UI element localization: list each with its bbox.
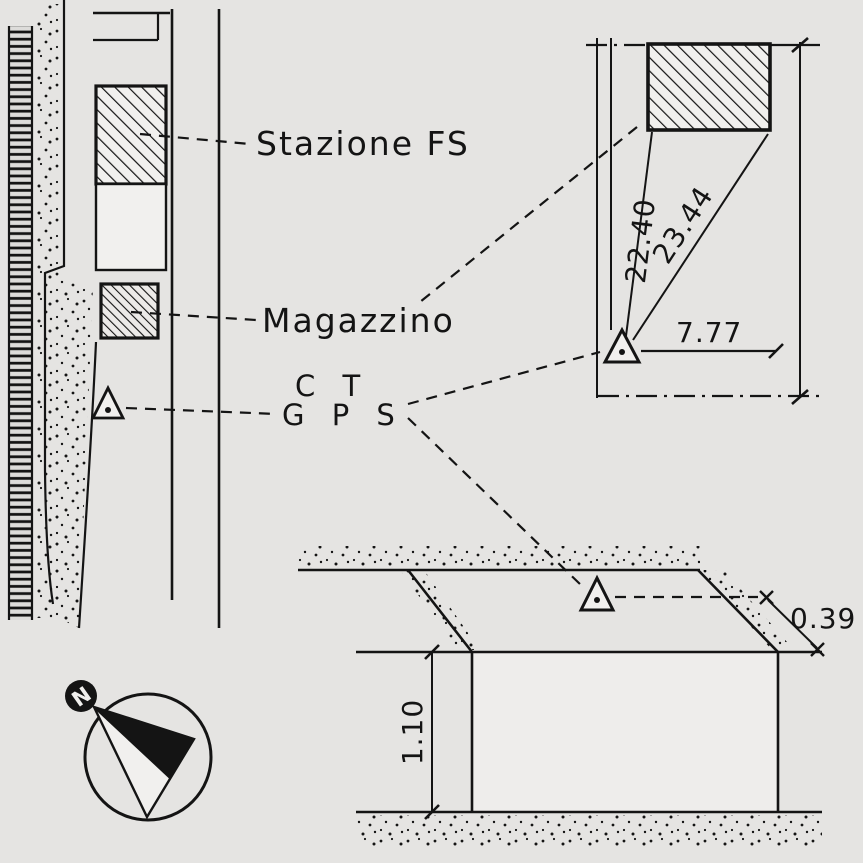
survey-marker-detail-icon <box>602 326 642 364</box>
section-view: 0.39 1.10 <box>298 546 856 846</box>
stipple-section-bottom <box>356 815 822 846</box>
offset-diagonal <box>767 599 818 649</box>
label-ct: C T <box>295 369 369 403</box>
stazione-building-annex <box>94 182 168 272</box>
dim-tick-110-top <box>424 644 440 660</box>
slope-left <box>406 569 474 653</box>
footpath-line <box>77 341 98 629</box>
survey-marker-plan-icon <box>90 384 126 420</box>
boundary-line <box>43 0 66 605</box>
detail-view: 22.40 23.44 7.77 <box>586 37 820 405</box>
stipple-slope-right <box>700 570 794 650</box>
dim-110: 1.10 <box>396 699 429 765</box>
dim-039: 0.39 <box>790 602 856 635</box>
stipple-ground-lower <box>50 280 93 628</box>
detail-tick-top <box>791 37 809 53</box>
detail-tick-bottom <box>791 389 809 405</box>
leader-magazzino <box>130 310 257 322</box>
dim-line-2344 <box>632 133 769 341</box>
north-disc-icon <box>65 680 97 712</box>
compass-circle <box>83 692 213 822</box>
leader-building-to-detail <box>419 126 638 303</box>
level-mark-lower-icon <box>810 642 825 657</box>
dim-tick-777 <box>768 343 784 359</box>
label-stazione: Stazione FS <box>256 124 470 163</box>
stazione-building <box>94 84 168 186</box>
detail-building <box>646 42 772 132</box>
leader-to-section <box>407 417 583 587</box>
railway-track-icon <box>7 26 34 620</box>
dim-777: 7.77 <box>676 316 742 349</box>
site-plan: Stazione FS Magazzino C T G P S <box>7 0 638 629</box>
compass-needle-median <box>93 706 171 779</box>
stipple-ground-left <box>37 4 59 618</box>
label-gps: G P S <box>282 398 404 432</box>
dim-line-2240 <box>625 131 653 337</box>
survey-marker-section-icon <box>578 574 616 612</box>
slope-right <box>697 569 779 653</box>
culvert-interior <box>473 653 777 811</box>
stipple-section-top <box>298 546 700 568</box>
compass-needle-black <box>94 707 194 778</box>
label-magazzino: Magazzino <box>262 301 455 340</box>
magazzino-building <box>99 282 160 340</box>
leader-to-detail <box>407 350 601 406</box>
leader-gps <box>125 406 278 416</box>
north-compass: N <box>65 680 213 822</box>
dim-tick-110-bottom <box>424 804 440 820</box>
